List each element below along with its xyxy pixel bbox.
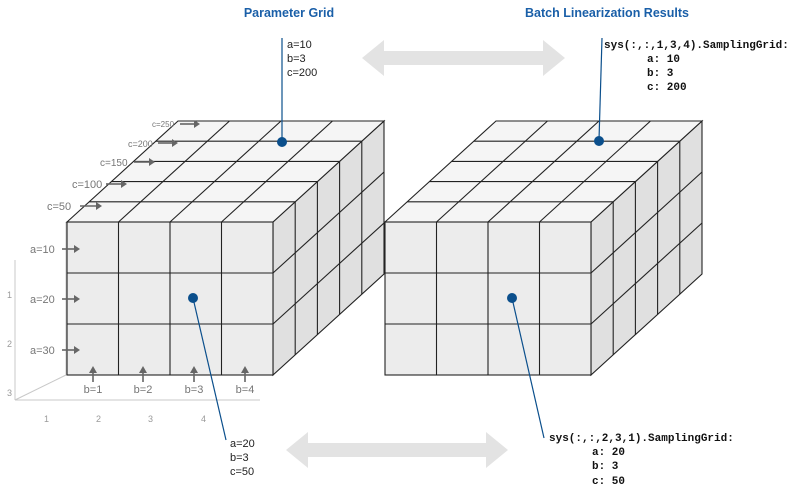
b-label: b=2	[134, 384, 153, 396]
grid-line	[487, 120, 600, 223]
a-label: a=10	[30, 244, 55, 256]
axis-x-tick: 2	[96, 414, 101, 424]
axis-x-tick: 4	[201, 414, 206, 424]
batch-results-title: Batch Linearization Results	[525, 6, 689, 20]
c-label: c=200	[128, 139, 153, 149]
callout-top-line: b=3	[287, 53, 306, 65]
axis-z-tick: 1	[7, 290, 12, 300]
parameter-grid-title: Parameter Grid	[244, 6, 334, 20]
c-labels: c=250 c=200 c=150 c=100 c=50	[47, 120, 175, 213]
grid-line	[436, 120, 548, 223]
grid-line	[272, 171, 385, 274]
axis-x-tick: 1	[44, 414, 49, 424]
b-label: b=3	[185, 384, 204, 396]
grid-line	[169, 120, 282, 223]
callout-front-line: a=20	[230, 438, 255, 450]
a-labels: a=10 a=20 a=30	[30, 244, 55, 357]
axis-z-tick: 3	[7, 388, 12, 398]
callout-top-line: c=200	[287, 67, 317, 79]
result-front-line: a: 20	[592, 447, 625, 459]
grid-line	[221, 120, 333, 223]
callout-top: a=10 b=3 c=200	[287, 39, 317, 79]
grid-line	[118, 120, 230, 223]
double-arrow-top-icon	[362, 40, 565, 76]
axis-z-tick: 2	[7, 339, 12, 349]
c-label: c=150	[100, 158, 128, 169]
result-top-line: c: 200	[647, 82, 687, 94]
results-grid-cube	[383, 119, 704, 377]
axis-z-ticks: 1 2 3	[7, 290, 12, 398]
result-front-line: b: 3	[592, 461, 619, 473]
c-label: c=50	[47, 201, 71, 213]
result-top: sys(:,:,1,3,4).SamplingGrid: a: 10 b: 3 …	[604, 40, 789, 94]
result-top-header: sys(:,:,1,3,4).SamplingGrid:	[604, 40, 789, 52]
a-label: a=30	[30, 345, 55, 357]
b-arrows	[89, 366, 249, 382]
axis-x-tick: 3	[148, 414, 153, 424]
selected-point-front-right[interactable]	[507, 293, 517, 303]
selected-point-front-left[interactable]	[188, 293, 198, 303]
parameter-grid-cube	[65, 119, 386, 377]
grid-line	[590, 171, 703, 274]
selected-point-top-left[interactable]	[277, 137, 287, 147]
result-front: sys(:,:,2,3,1).SamplingGrid: a: 20 b: 3 …	[549, 433, 734, 488]
result-top-line: b: 3	[647, 68, 674, 80]
b-labels: b=1 b=2 b=3 b=4	[84, 384, 255, 396]
axis-x-ticks: 1 2 3 4	[44, 414, 206, 424]
callout-front-line: b=3	[230, 452, 249, 464]
selected-point-top-right[interactable]	[594, 136, 604, 146]
b-label: b=4	[236, 384, 255, 396]
grid-line	[590, 222, 703, 325]
double-arrow-bottom-icon	[286, 432, 508, 468]
c-label: c=100	[72, 179, 102, 191]
callout-front: a=20 b=3 c=50	[230, 438, 255, 478]
grid-line	[539, 120, 651, 223]
result-top-line: a: 10	[647, 54, 680, 66]
c-label: c=250	[152, 120, 175, 129]
callout-top-line: a=10	[287, 39, 312, 51]
b-label: b=1	[84, 384, 103, 396]
leader-lines	[192, 37, 603, 441]
grid-line	[272, 222, 385, 325]
a-label: a=20	[30, 294, 55, 306]
c-arrows	[80, 120, 200, 210]
result-front-header: sys(:,:,2,3,1).SamplingGrid:	[549, 433, 734, 445]
result-front-line: c: 50	[592, 476, 625, 488]
callout-front-line: c=50	[230, 466, 254, 478]
a-arrows	[62, 245, 80, 354]
